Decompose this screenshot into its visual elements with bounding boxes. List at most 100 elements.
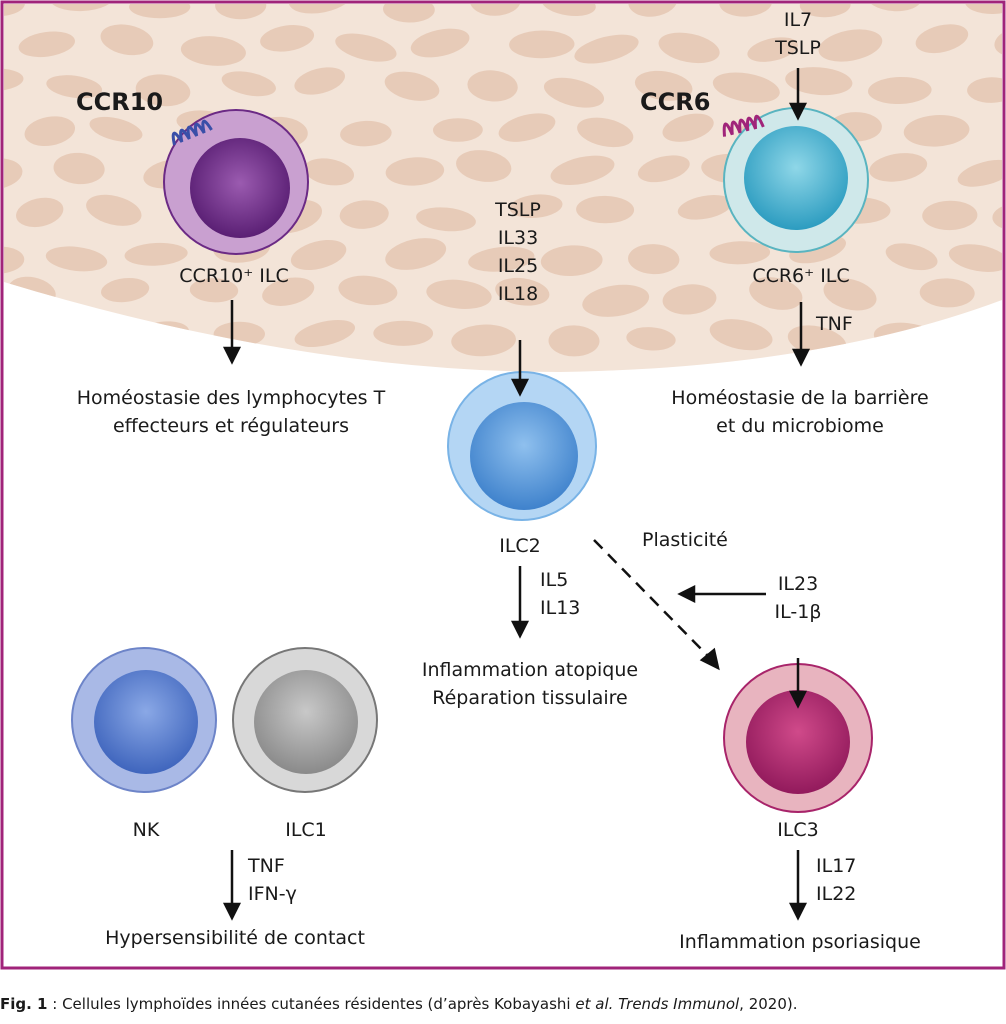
tissue-cell (385, 238, 447, 270)
nk-label: NK (132, 819, 160, 841)
cytokine-il18: IL18 (497, 283, 539, 305)
ccr10-ilc-cell (163, 109, 309, 255)
cytokine-ifn-gamma: IFN-γ (248, 883, 297, 905)
ccr6-label: CCR6 (640, 88, 711, 116)
tissue-cell (135, 74, 191, 107)
cytokine-il1b: IL-1β (774, 601, 822, 623)
arrow-ilc3-cytokines (677, 584, 766, 604)
tissue-cell (384, 71, 440, 101)
tissue-cell (915, 24, 969, 54)
ilc1-label: ILC1 (285, 819, 327, 841)
cytokine-il7: IL7 (783, 9, 813, 31)
tissue-cell (262, 277, 315, 306)
caption-year: , 2020). (739, 995, 798, 1013)
ccr6-receptor-icon (722, 114, 765, 137)
tissue-cell (304, 158, 355, 186)
ccr10-outcome: Homéostasie des lymphocytes T effecteurs… (36, 384, 426, 440)
tissue-cell (948, 244, 1002, 272)
tissue-cell (433, 118, 483, 142)
caption-etal: et al. (575, 995, 614, 1013)
ilc3-cell (723, 663, 873, 813)
tissue-cell (550, 155, 615, 185)
tissue-cell (574, 34, 639, 64)
ilc3-input-cytokines: IL23 IL-1β (748, 570, 848, 626)
ilc2-input-cytokines: TSLP IL33 IL25 IL18 (468, 196, 568, 308)
outcome-line: Réparation tissulaire (432, 687, 628, 709)
caption-journal: Trends Immunol (613, 995, 740, 1013)
cytokine-tnf: TNF (248, 855, 285, 877)
arrow-ccr10-down (222, 300, 242, 365)
arrow-ilc2-input (510, 340, 530, 397)
tissue-cell (823, 278, 877, 311)
tissue-cell (541, 4, 596, 17)
tissue-cell (662, 284, 717, 315)
cytokine-il25: IL25 (497, 255, 539, 277)
arrow-ilc1-output (222, 850, 242, 921)
tissue-cell (416, 207, 476, 232)
tissue-cell (919, 278, 975, 308)
tissue-cell (799, 4, 851, 18)
outcome-line: effecteurs et régulateurs (112, 415, 350, 437)
arrow-ilc3-output (788, 850, 808, 921)
ccr6-input-cytokines: IL7 TSLP (748, 6, 848, 62)
tissue-cell (383, 4, 435, 23)
tissue-cell (45, 246, 108, 272)
tissue-cell (86, 194, 142, 226)
tissue-cell (628, 4, 678, 17)
ilc3-label: ILC3 (777, 819, 819, 841)
cytokine-tslp: TSLP (495, 199, 541, 221)
tissue-cell (582, 284, 650, 317)
outcome-line: Inflammation atopique (421, 659, 639, 681)
tissue-cell (967, 77, 1002, 103)
tissue-cell (129, 4, 191, 19)
tissue-cell (637, 155, 690, 183)
tissue-cell (548, 325, 600, 357)
tissue-cell (957, 159, 1002, 187)
tissue-cell (467, 70, 518, 102)
arrow-plasticity-dashed (593, 539, 720, 671)
arrow-ilc2-output (510, 566, 530, 639)
tissue-cell (24, 116, 76, 147)
tissue-cell (338, 275, 398, 306)
tissue-cell (260, 25, 315, 52)
tissue-cell (509, 194, 563, 218)
arrow-ccr6-input (788, 68, 808, 121)
tissue-cell (18, 31, 75, 58)
tissue-cell (964, 4, 1002, 15)
tissue-cell (101, 277, 150, 303)
tissue-cell (16, 197, 64, 228)
nk-cell (71, 647, 217, 793)
arrow-ilc3-input (788, 658, 808, 709)
tissue-cell (4, 158, 23, 191)
tissue-cell (498, 113, 556, 142)
cytokine-il13: IL13 (540, 597, 581, 619)
tissue-cell (712, 72, 780, 103)
tissue-cell (543, 77, 605, 108)
tissue-cell (662, 113, 714, 142)
outcome-line: et du microbiome (716, 415, 884, 437)
tissue-cell (294, 67, 346, 95)
caption-text: : Cellules lymphoïdes innées cutanées ré… (47, 995, 576, 1013)
tissue-cell (189, 278, 239, 303)
tissue-cell (4, 4, 25, 17)
tissue-cell (46, 75, 103, 99)
tissue-cell (885, 243, 938, 271)
tissue-cell (709, 241, 771, 265)
tissue-cell (340, 120, 392, 147)
tissue-cell (747, 37, 798, 62)
tissue-cell (658, 32, 720, 64)
outcome-line: Homéostasie des lymphocytes T (76, 387, 386, 409)
ccr6-outcome: Homéostasie de la barrière et du microbi… (630, 384, 970, 440)
ccr10-receptor-icon (171, 119, 213, 146)
tissue-cell (385, 157, 445, 186)
tissue-cell (410, 28, 470, 58)
tissue-cell (785, 67, 853, 96)
tissue-cell (626, 327, 676, 351)
tissue-cell (634, 70, 693, 101)
cytokine-tslp: TSLP (775, 37, 821, 59)
arrows (222, 68, 811, 921)
tissue-cell (677, 194, 733, 220)
ilc2-label: ILC2 (499, 535, 541, 557)
ccr10-ilc-label: CCR10⁺ ILC (179, 265, 289, 287)
